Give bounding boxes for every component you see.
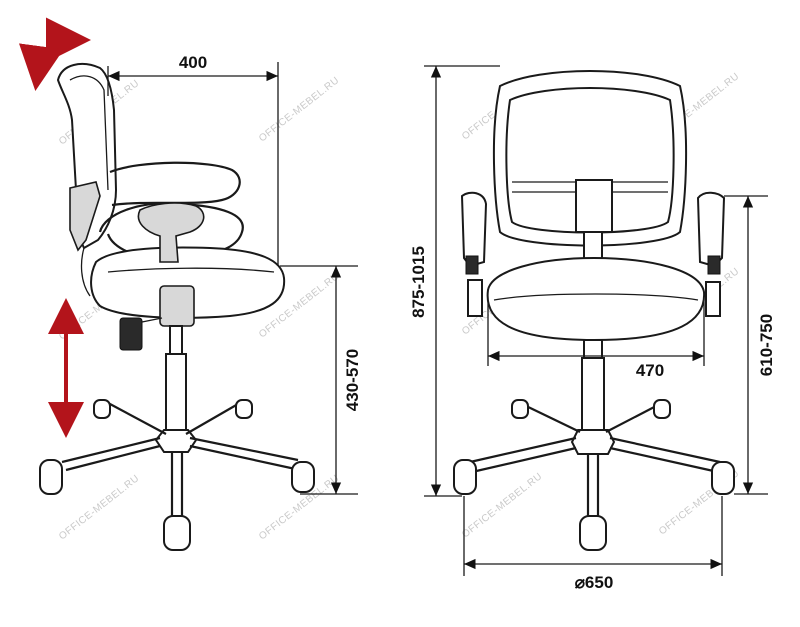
side-dimension-lines	[107, 62, 358, 495]
base-diameter-label: ⌀650	[575, 573, 614, 592]
caster-wheels-front	[453, 399, 735, 551]
armrest-right	[696, 191, 726, 268]
seat-width-label: 470	[636, 361, 664, 380]
armrest-height-label: 610-750	[757, 314, 776, 376]
front-view-chair	[453, 70, 735, 551]
gas-lift-side	[169, 325, 183, 357]
lumbar-support	[575, 179, 613, 233]
armrest-side	[109, 161, 241, 207]
caster-wheels-side	[39, 399, 315, 551]
watermark: OFFICE-MEBEL.RU	[57, 473, 141, 542]
backrest-tilt-arrow	[19, 17, 91, 91]
tilt-knob	[119, 317, 143, 351]
back-support-bar	[69, 181, 101, 252]
base-front	[570, 429, 616, 455]
depth-label: 400	[179, 53, 207, 72]
base-side	[154, 429, 198, 453]
gas-lift-front	[581, 357, 605, 437]
watermark: OFFICE-MEBEL.RU	[257, 75, 341, 144]
front-dimension-lines	[424, 65, 768, 576]
armrest-left	[460, 191, 488, 268]
seat-front	[486, 256, 706, 342]
side-view-chair	[19, 17, 315, 551]
seat-side	[90, 246, 286, 319]
seat-mechanism	[137, 202, 205, 263]
backrest-side	[56, 63, 118, 250]
seat-height-label: 430-570	[343, 349, 362, 411]
total-height-label: 875-1015	[409, 246, 428, 318]
